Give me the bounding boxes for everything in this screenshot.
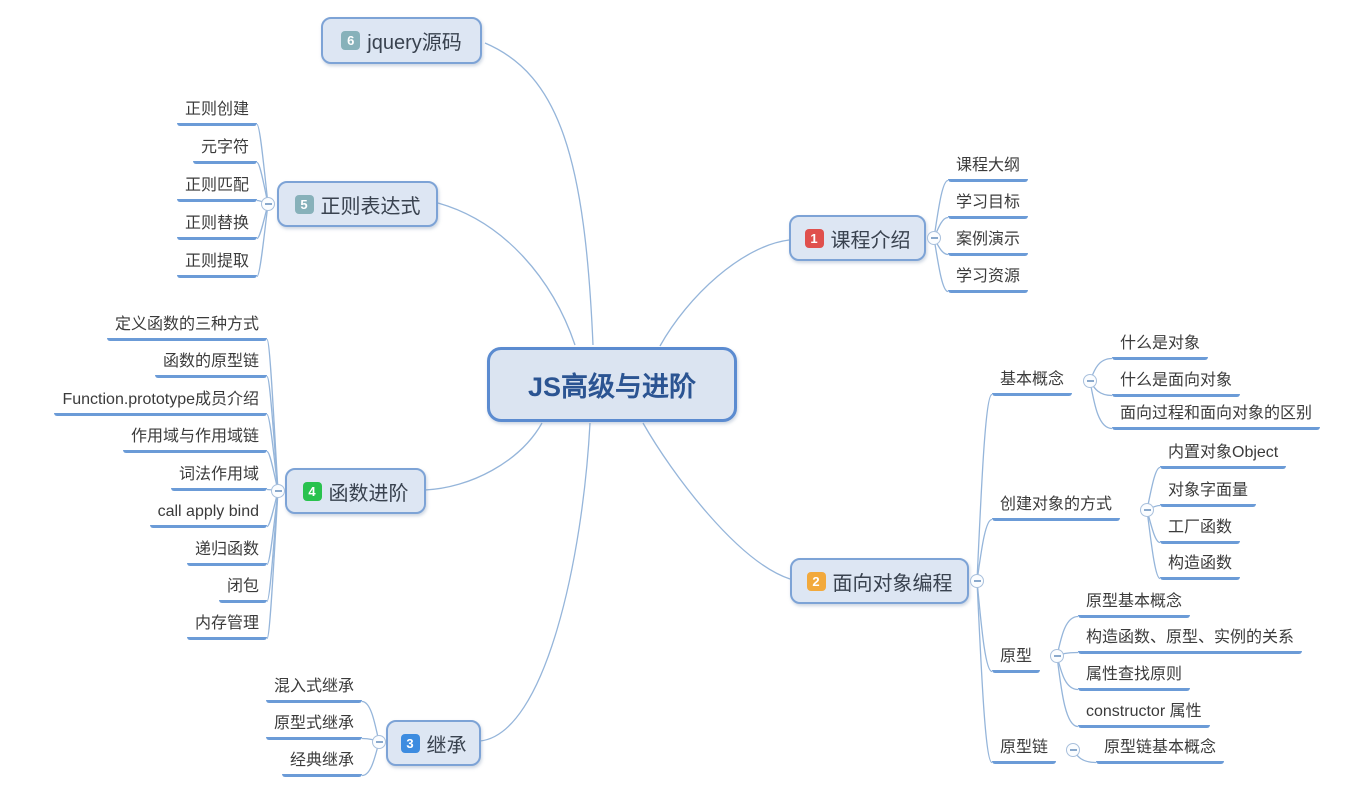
collapse-icon[interactable] [1050,649,1064,663]
connector [256,123,269,205]
connector [1089,380,1113,430]
branch-jquery-label: jquery源码 [367,32,462,54]
connector [1146,509,1161,580]
branch-jquery[interactable]: 6 jquery源码 [321,17,482,64]
leaf-topic[interactable]: 元字符 [192,137,257,164]
priority-4-badge-icon: 4 [302,481,322,501]
collapse-icon[interactable] [372,735,386,749]
central-topic[interactable]: JS高级与进阶 [487,347,737,422]
branch-func-label: 函数进阶 [328,482,409,505]
leaf-topic[interactable]: 原型式继承 [265,713,362,740]
leaf-topic[interactable]: constructor 属性 [1078,701,1210,728]
branch-course[interactable]: 1 课程介绍 [789,215,926,261]
connector [266,490,279,640]
connector [1056,655,1079,728]
leaf-topic[interactable]: 内存管理 [186,613,267,640]
leaf-topic[interactable]: 属性查找原则 [1078,664,1191,691]
leaf-topic[interactable]: 闭包 [218,576,267,603]
leaf-topic[interactable]: 工厂函数 [1160,517,1241,544]
central-topic-label: JS高级与进阶 [527,372,697,402]
branch-course-label: 课程介绍 [830,229,911,252]
leaf-topic[interactable]: 词法作用域 [170,464,267,491]
leaf-topic[interactable]: 内置对象Object [1160,442,1287,469]
connector [976,580,993,764]
connector-central-inherit [479,422,591,742]
leaf-topic[interactable]: 正则匹配 [176,175,257,202]
subtopic-protochain[interactable]: 原型链 [992,737,1057,764]
priority-5-badge-icon: 5 [294,194,314,214]
connector-central-oop [642,422,791,580]
priority-2-badge-icon: 2 [806,571,826,591]
leaf-topic[interactable]: 原型基本概念 [1078,591,1191,618]
subtopic-create[interactable]: 创建对象的方式 [992,494,1121,521]
priority-3-badge-icon: 3 [400,733,420,753]
leaf-topic[interactable]: 对象字面量 [1160,480,1257,507]
collapse-icon[interactable] [261,197,275,211]
leaf-topic[interactable]: 经典继承 [281,750,362,777]
leaf-topic[interactable]: 构造函数 [1160,553,1241,580]
branch-regex-label: 正则表达式 [320,195,421,218]
leaf-topic[interactable]: 正则替换 [176,213,257,240]
leaf-topic[interactable]: 正则创建 [176,99,257,126]
connector [976,393,993,582]
connector [933,179,949,239]
connector-central-func [424,422,543,491]
priority-6-badge-icon: 6 [341,31,361,50]
collapse-icon[interactable] [1066,743,1080,757]
leaf-topic[interactable]: 函数的原型链 [154,351,267,378]
priority-1-badge-icon: 1 [804,228,824,248]
leaf-topic[interactable]: call apply bind [149,501,267,528]
leaf-topic[interactable]: 什么是对象 [1112,333,1209,360]
leaf-topic[interactable]: 原型链基本概念 [1096,737,1225,764]
connector-central-regex [437,202,576,346]
leaf-topic[interactable]: 作用域与作用域链 [122,426,267,453]
connector [933,237,949,293]
leaf-topic[interactable]: 构造函数、原型、实例的关系 [1078,627,1303,654]
branch-regex[interactable]: 5 正则表达式 [277,181,438,227]
leaf-topic[interactable]: 定义函数的三种方式 [106,314,267,341]
leaf-topic[interactable]: 课程大纲 [948,155,1029,182]
leaf-topic[interactable]: 混入式继承 [265,676,362,703]
branch-oop[interactable]: 2 面向对象编程 [790,558,969,604]
leaf-topic[interactable]: 学习资源 [948,266,1029,293]
branch-oop-label: 面向对象编程 [832,572,953,595]
connector [256,203,269,278]
branch-func[interactable]: 4 函数进阶 [285,468,426,514]
leaf-topic[interactable]: 案例演示 [948,229,1029,256]
collapse-icon[interactable] [1140,503,1154,517]
subtopic-basic[interactable]: 基本概念 [992,369,1073,396]
collapse-icon[interactable] [970,574,984,588]
collapse-icon[interactable] [271,484,285,498]
connector-central-jquery [484,42,594,346]
leaf-topic[interactable]: Function.prototype成员介绍 [54,389,267,416]
subtopic-proto[interactable]: 原型 [992,646,1041,673]
leaf-topic[interactable]: 学习目标 [948,192,1029,219]
branch-inherit[interactable]: 3 继承 [386,720,481,766]
collapse-icon[interactable] [927,231,941,245]
connector [266,413,279,492]
leaf-topic[interactable]: 递归函数 [186,539,267,566]
collapse-icon[interactable] [1083,374,1097,388]
leaf-topic[interactable]: 正则提取 [176,251,257,278]
connector-central-course [659,239,790,347]
leaf-topic[interactable]: 什么是面向对象 [1112,370,1241,397]
leaf-topic[interactable]: 面向过程和面向对象的区别 [1112,403,1321,430]
branch-inherit-label: 继承 [426,734,467,757]
